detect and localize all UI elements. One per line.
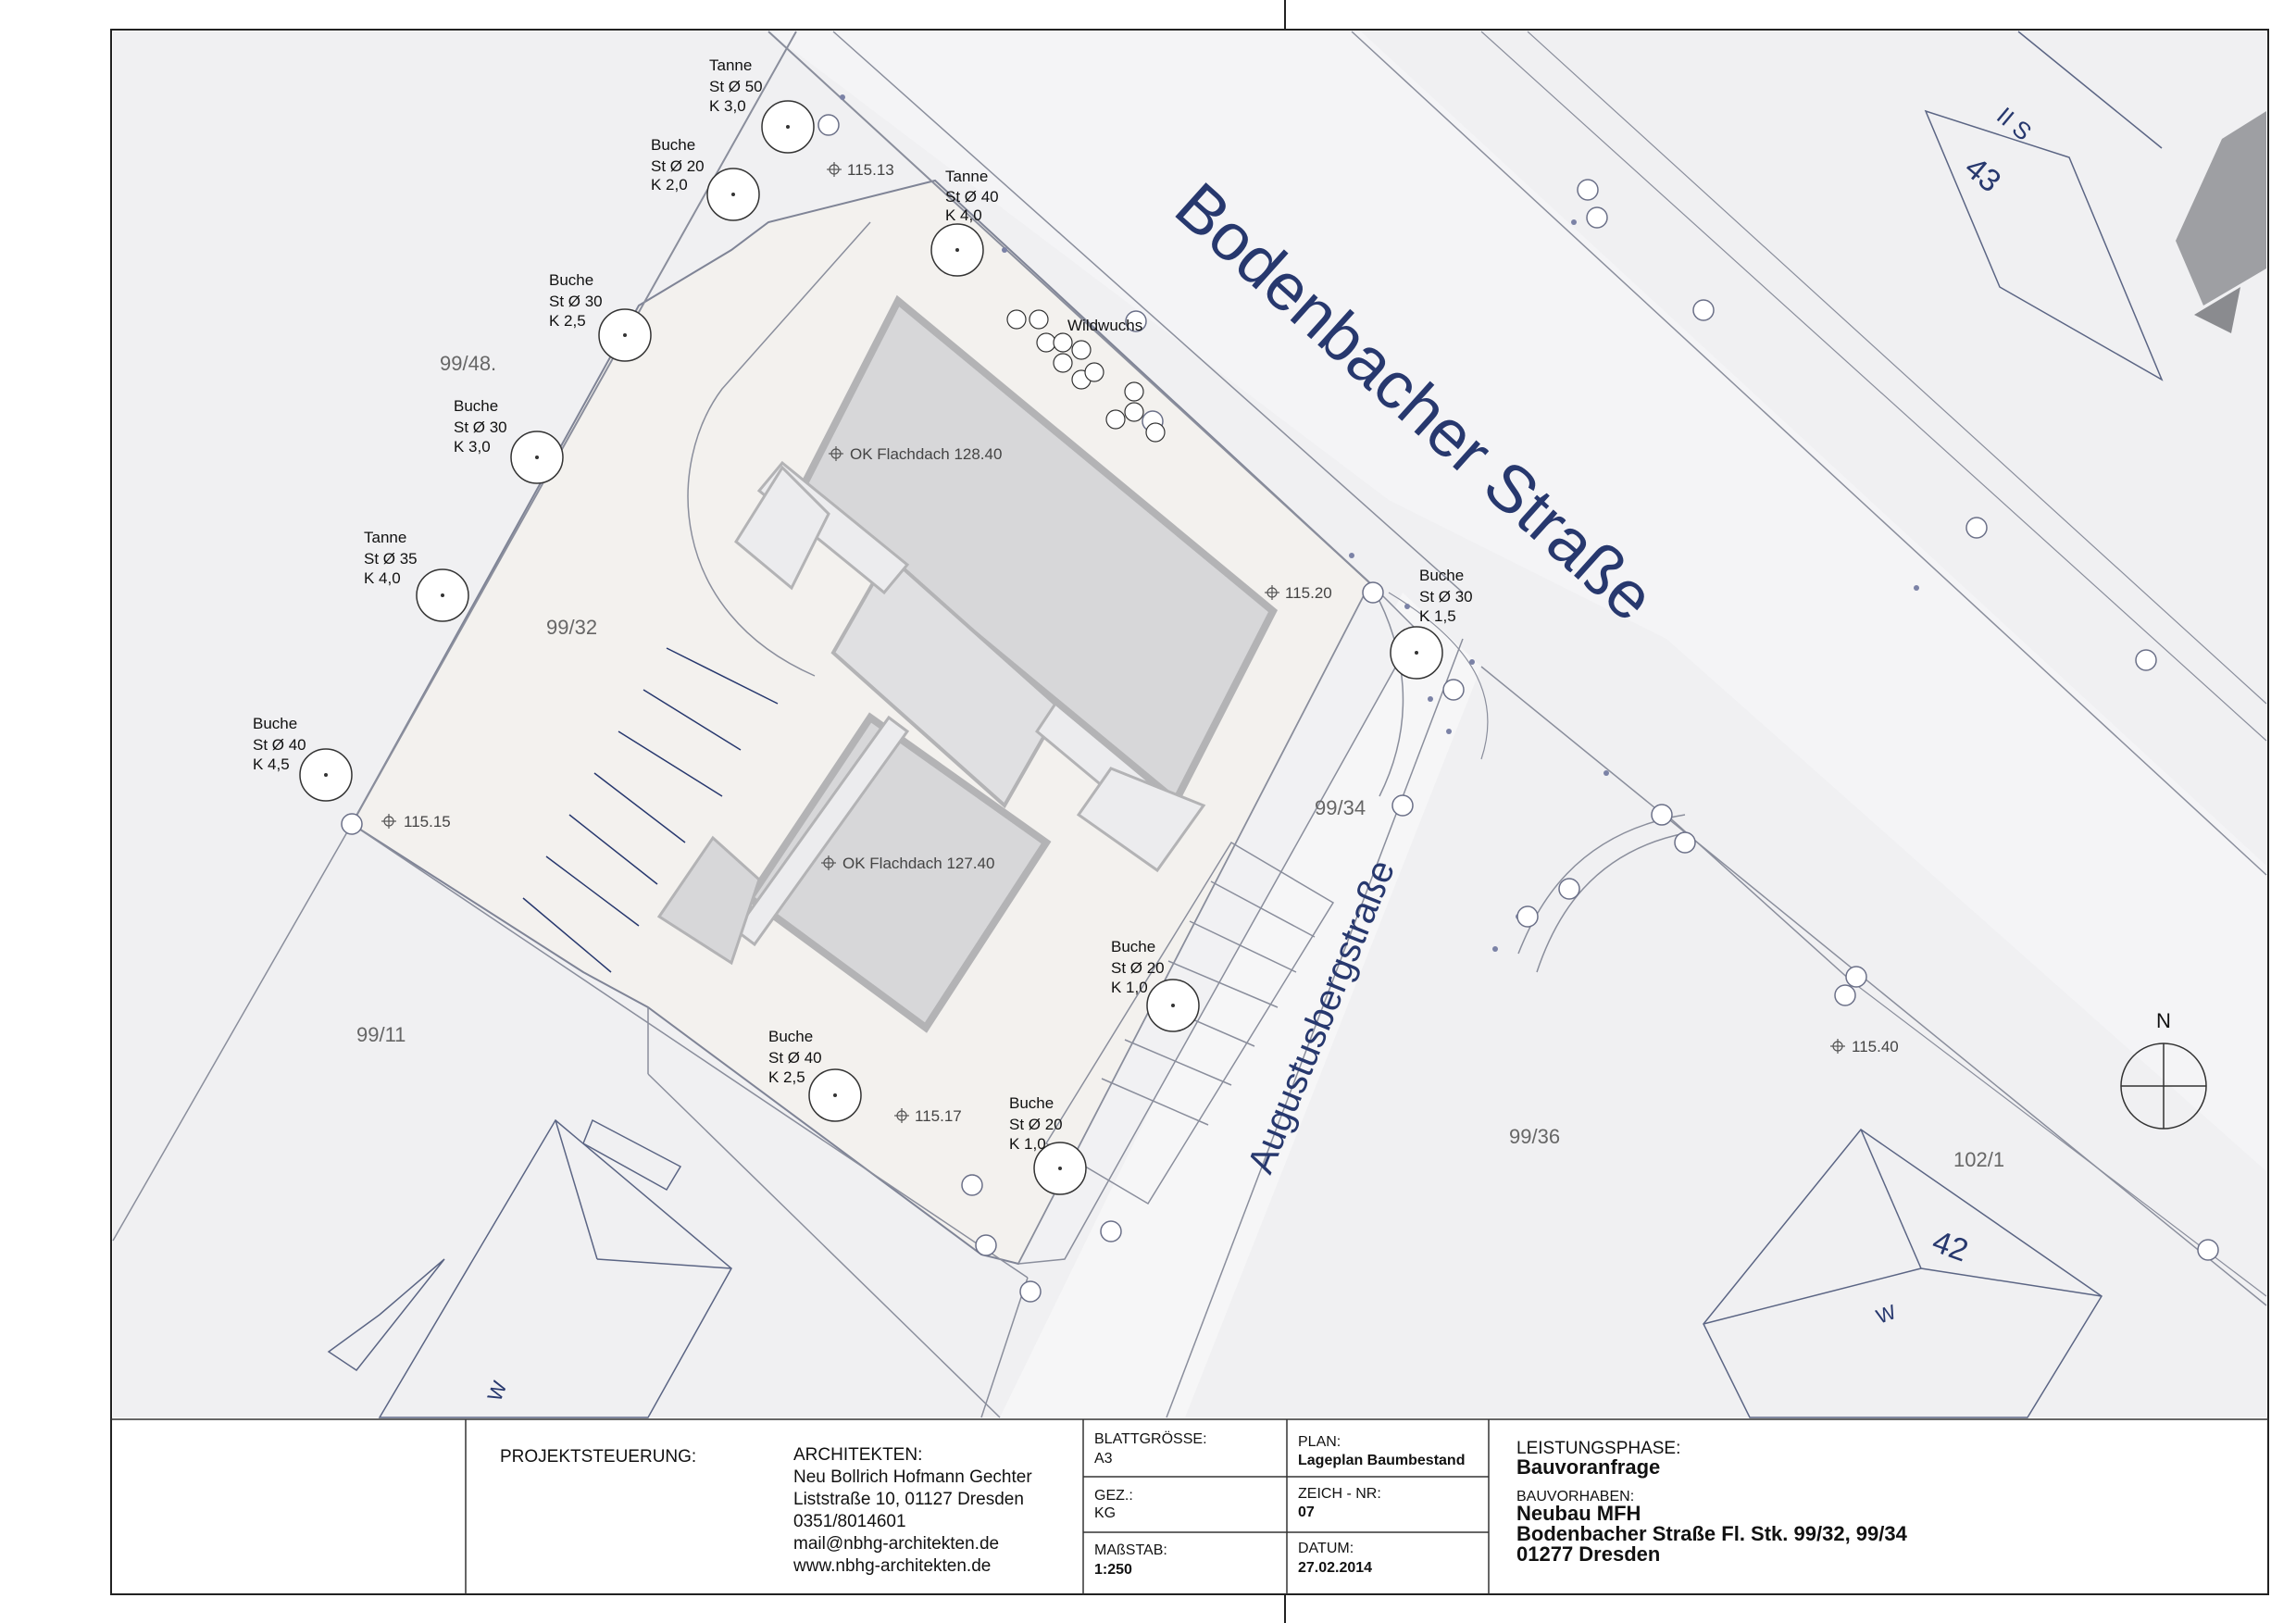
tree-labels: Tanne St Ø 50 K 3,0 Buche St Ø 20 K 2,0 …	[253, 56, 1473, 1153]
tree-crown: K 2,5	[549, 312, 586, 330]
architects-line: Liststraße 10, 01127 Dresden	[793, 1490, 1024, 1509]
tree-species: Tanne	[709, 56, 752, 74]
tree-crown: K 1,0	[1009, 1135, 1046, 1153]
tree-trunk: St Ø 30	[454, 418, 507, 436]
tree-crown: K 4,0	[945, 206, 982, 224]
sheet-frame	[110, 29, 2269, 1595]
building-height-label: OK Flachdach 127.40	[842, 855, 994, 872]
project-line: Neubau MFH	[1516, 1502, 1641, 1525]
phase-value: Bauvoranfrage	[1516, 1455, 1661, 1479]
north-arrow	[2120, 1042, 2207, 1130]
project-label: BAUVORHABEN:	[1516, 1489, 1635, 1504]
drawn-by-value: KG	[1094, 1505, 1117, 1521]
date-value: 27.02.2014	[1298, 1560, 1373, 1576]
tree-crown: K 1,5	[1419, 607, 1456, 625]
tree-species: Buche	[651, 136, 695, 154]
plan-area	[112, 31, 2267, 1418]
wild-growth-cluster	[1006, 309, 1166, 443]
architects-email[interactable]: mail@nbhg-architekten.de	[793, 1534, 1000, 1554]
north-label: N	[2156, 1009, 2171, 1032]
street-band-augustusberg	[1000, 593, 1481, 1417]
drawing-number-value: 07	[1298, 1504, 1315, 1520]
tree-trunk: St Ø 20	[651, 157, 705, 175]
phase-label: LEISTUNGSPHASE:	[1516, 1439, 1681, 1458]
street-band-bodenbacher	[768, 31, 2266, 1171]
elevation-label: 115.15	[404, 813, 451, 830]
tree-trunk: St Ø 20	[1009, 1116, 1063, 1133]
elevation-markers	[381, 162, 1845, 1123]
tree-species: Buche	[549, 271, 593, 289]
parcel-label: 99/32	[546, 616, 597, 639]
tree-trunk: St Ø 40	[768, 1049, 822, 1067]
project-control-label: PROJEKTSTEUERUNG:	[500, 1447, 697, 1467]
parcel-label: 99/36	[1509, 1125, 1560, 1148]
tree-crown: K 2,5	[768, 1068, 805, 1086]
wild-growth-label: Wildwuchs	[1067, 317, 1142, 334]
building-block-b	[744, 712, 1052, 1033]
architects-line: 0351/8014601	[793, 1512, 906, 1531]
tree-crown: K 4,5	[253, 755, 290, 773]
parcel-label: 99/11	[356, 1023, 406, 1046]
drawing-number-label: ZEICH - NR:	[1298, 1486, 1381, 1502]
tree-species: Buche	[454, 397, 498, 415]
existing-buildings	[327, 31, 2164, 1418]
elevation-label: 115.17	[915, 1107, 962, 1125]
architects-website[interactable]: www.nbhg-architekten.de	[793, 1556, 992, 1576]
title-block-grid	[111, 1418, 2268, 1594]
date-label: DATUM:	[1298, 1541, 1354, 1556]
boundary-markers	[341, 114, 2219, 1303]
building-height-label: OK Flachdach 128.40	[850, 445, 1002, 463]
elevation-label: 115.13	[847, 161, 894, 179]
new-building	[656, 294, 1279, 1033]
tree-trunk: St Ø 30	[1419, 588, 1473, 606]
tree-species: Tanne	[364, 529, 406, 546]
neighbor-building-dark	[2176, 111, 2266, 306]
tree-trunk: St Ø 50	[709, 78, 763, 95]
scale-value: 1:250	[1094, 1562, 1132, 1578]
tree-crown: K 2,0	[651, 176, 688, 194]
tree-species: Buche	[768, 1028, 813, 1045]
tree-crown: K 3,0	[454, 438, 491, 456]
parcel-label: 99/34	[1315, 796, 1366, 819]
tree-trunk: St Ø 30	[549, 293, 603, 310]
architects-label: ARCHITEKTEN:	[793, 1445, 923, 1465]
elevation-label: 115.20	[1285, 584, 1332, 602]
tree-species: Buche	[1419, 567, 1464, 584]
tree-trunk: St Ø 20	[1111, 959, 1165, 977]
tree-species: Buche	[1009, 1094, 1054, 1112]
tree-crown: K 1,0	[1111, 979, 1148, 996]
tree-species: Buche	[1111, 938, 1155, 955]
drawn-by-label: GEZ.:	[1094, 1488, 1133, 1504]
tree-trunk: St Ø 40	[945, 188, 999, 206]
scale-label: MAßSTAB:	[1094, 1542, 1167, 1558]
plan-value: Lageplan Baumbestand	[1298, 1453, 1466, 1468]
elevation-label: 115.40	[1852, 1038, 1899, 1055]
sheet-size-label: BLATTGRÖSSE:	[1094, 1431, 1207, 1447]
parcel-label: 102/1	[1953, 1148, 2004, 1171]
tree-trunk: St Ø 40	[253, 736, 306, 754]
tree-crown: K 3,0	[709, 97, 746, 115]
tree-species: Buche	[253, 715, 297, 732]
tree-species: Tanne	[945, 168, 988, 185]
project-line: 01277 Dresden	[1516, 1542, 1661, 1566]
tree-trunk: St Ø 35	[364, 550, 418, 568]
tree-crown: K 4,0	[364, 569, 401, 587]
parking-stalls	[522, 647, 779, 973]
parking-stalls-east	[1044, 841, 1335, 1205]
sheet-size-value: A3	[1094, 1451, 1113, 1467]
tree-centers	[324, 125, 1418, 1170]
plan-label: PLAN:	[1298, 1434, 1341, 1450]
parcel-label: 99/48.	[440, 352, 496, 375]
architects-line: Neu Bollrich Hofmann Gechter	[793, 1467, 1032, 1487]
project-line: Bodenbacher Straße Fl. Stk. 99/32, 99/34	[1516, 1522, 1907, 1545]
